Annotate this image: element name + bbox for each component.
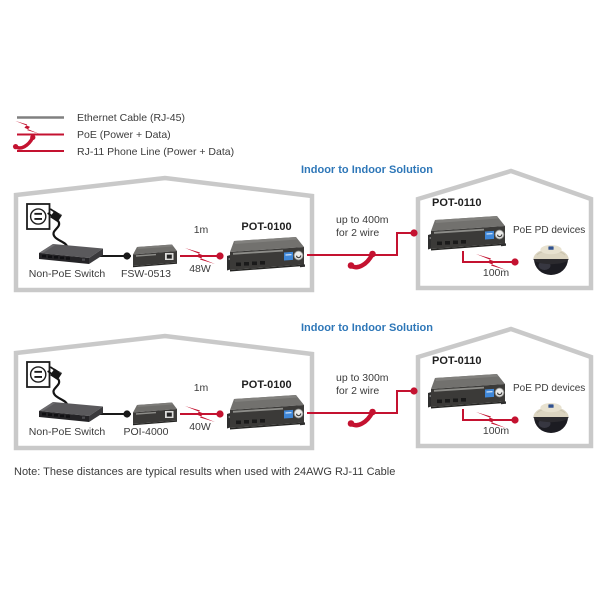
poe-distance-label-2: 1m <box>193 382 209 394</box>
pd-distance-label-1: 100m <box>482 267 510 279</box>
midspan-image-2 <box>132 401 178 426</box>
power-outlet-icon-1 <box>26 203 70 250</box>
rj11-phone-line-1 <box>307 229 418 268</box>
receiver-label-1: POT-0110 <box>432 197 482 209</box>
legend-poe-lightning-icon <box>15 120 64 136</box>
poe-cable-line-2 <box>180 406 224 422</box>
link-wire-label-1: for 2 wire <box>336 227 380 239</box>
legend-label-rj11: RJ-11 Phone Line (Power + Data) <box>77 146 235 158</box>
legend-label-ethernet: Ethernet Cable (RJ-45) <box>77 112 185 124</box>
non-poe-switch-image-1 <box>39 244 103 264</box>
solution-title-1: Indoor to Indoor Solution <box>301 164 433 176</box>
pot-0110-image-1 <box>427 215 507 252</box>
solution-title-2: Indoor to Indoor Solution <box>301 322 433 334</box>
ethernet-cable-line-2 <box>100 410 131 418</box>
transmitter-label-1: POT-0100 <box>241 221 292 233</box>
switch-label-2: Non-PoE Switch <box>28 426 106 438</box>
transmitter-label-2: POT-0100 <box>241 379 292 391</box>
poe-power-label-1: 48W <box>189 263 211 275</box>
midspan-label-2: POI-4000 <box>123 426 169 438</box>
midspan-label-1: FSW-0513 <box>121 268 171 280</box>
legend-label-poe: PoE (Power + Data) <box>77 129 171 141</box>
link-wire-label-2: for 2 wire <box>336 385 380 397</box>
poe-distance-label-1: 1m <box>193 224 209 236</box>
rj11-phone-line-2 <box>307 387 418 426</box>
pd-devices-label-1: PoE PD devices <box>513 225 586 236</box>
dome-camera-icon-1 <box>532 244 570 276</box>
midspan-image-1 <box>132 243 178 268</box>
ethernet-cable-line-1 <box>100 252 131 260</box>
non-poe-switch-image-2 <box>39 402 103 422</box>
pot-0110-image-2 <box>427 373 507 410</box>
power-outlet-icon-2 <box>26 361 70 408</box>
pd-devices-label-2: PoE PD devices <box>513 383 586 394</box>
receiver-label-2: POT-0110 <box>432 355 482 367</box>
pot-0100-image-2 <box>226 394 306 431</box>
link-distance-label-2: up to 300m <box>336 372 389 384</box>
poe-power-label-2: 40W <box>189 421 211 433</box>
legend-rj11-handset-icon <box>12 132 64 152</box>
dome-camera-icon-2 <box>532 402 570 434</box>
poe-drop-line-1 <box>462 251 519 270</box>
pot-0100-image-1 <box>226 236 306 273</box>
pd-distance-label-2: 100m <box>482 425 510 437</box>
poe-cable-line-1 <box>180 248 224 264</box>
switch-label-1: Non-PoE Switch <box>28 268 106 280</box>
poe-drop-line-2 <box>462 409 519 428</box>
footnote: Note: These distances are typical result… <box>14 466 396 478</box>
link-distance-label-1: up to 400m <box>336 214 389 226</box>
